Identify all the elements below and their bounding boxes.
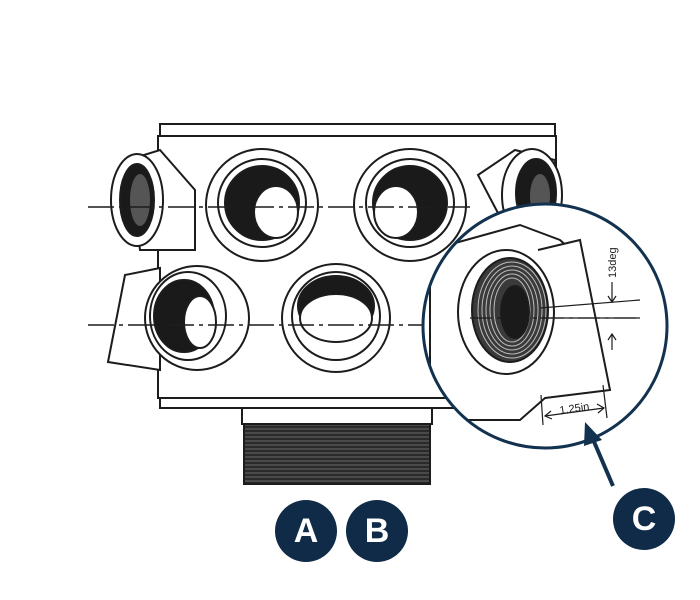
threaded-base [241,407,433,485]
centerlines [88,206,470,326]
detail-magnifier [421,202,669,450]
length-label: 1.25in [559,401,590,417]
angle-dimension [539,282,641,350]
label-b-badge[interactable]: B [346,500,408,562]
front-port-lower-center [281,263,391,373]
side-port-left-upper [110,148,196,251]
length-dimension [540,384,608,426]
callout-arrow [584,422,615,487]
label-c-badge[interactable]: C [613,488,675,550]
label-a-badge[interactable]: A [275,500,337,562]
front-port-upper-right [353,148,467,262]
side-port-left-lower [106,265,250,372]
angle-label: 13deg [607,247,619,278]
front-port-upper-left [205,148,319,262]
